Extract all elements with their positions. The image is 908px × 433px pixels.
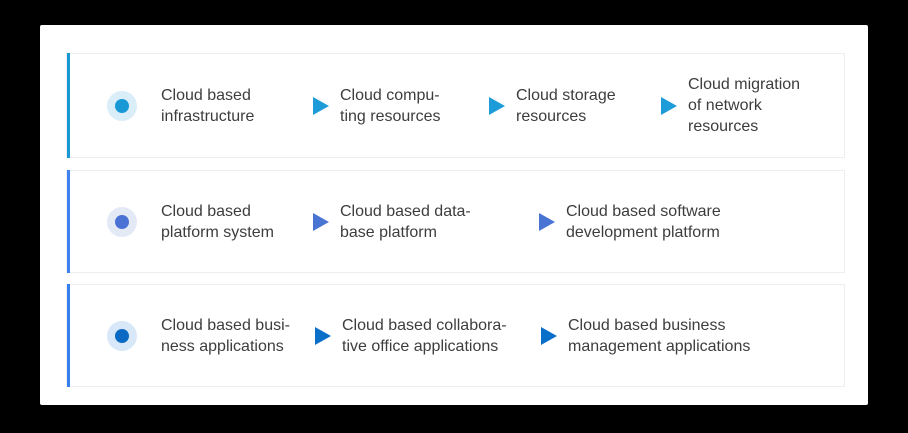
bullet-inner-dot <box>115 328 129 343</box>
row-card-platform: Cloud based platform system Cloud based … <box>66 170 845 273</box>
row-title: Cloud based busi- ness applications <box>161 316 290 355</box>
row-card-infrastructure: Cloud based infrastructure Cloud compu- … <box>66 53 845 158</box>
bullet-icon <box>107 206 137 237</box>
arrow-right-icon <box>541 326 557 345</box>
row-title: Cloud based platform system <box>161 202 274 241</box>
flow-item-label: Cloud based data- base platform <box>340 202 471 241</box>
bullet-icon <box>107 90 137 121</box>
row-header: Cloud based platform system <box>107 171 274 272</box>
flow-item: Cloud migration of network resources <box>661 54 800 157</box>
flow-item: Cloud storage resources <box>489 54 616 157</box>
flow-item: Cloud based software development platfor… <box>539 171 721 272</box>
bullet-inner-dot <box>115 98 129 113</box>
arrow-right-icon <box>313 96 329 115</box>
flow-item-label: Cloud based business management applicat… <box>568 316 751 355</box>
arrow-right-icon <box>315 326 331 345</box>
flow-item-label: Cloud storage resources <box>516 86 616 125</box>
flow-item: Cloud based business management applicat… <box>541 285 750 386</box>
arrow-right-icon <box>539 212 555 231</box>
row-header: Cloud based infrastructure <box>107 54 254 157</box>
flow-item-label: Cloud based software development platfor… <box>566 202 721 241</box>
arrow-right-icon <box>489 96 505 115</box>
flow-item: Cloud based collabora- tive office appli… <box>315 285 507 386</box>
flow-item-label: Cloud based collabora- tive office appli… <box>342 316 507 355</box>
row-header: Cloud based busi- ness applications <box>107 285 290 386</box>
row-card-business: Cloud based busi- ness applications Clou… <box>66 284 845 387</box>
diagram-panel: Cloud based infrastructure Cloud compu- … <box>40 25 868 405</box>
bullet-inner-dot <box>115 214 129 229</box>
flow-item: Cloud compu- ting resources <box>313 54 441 157</box>
flow-item: Cloud based data- base platform <box>313 171 471 272</box>
row-title: Cloud based infrastructure <box>161 86 255 125</box>
accent-line <box>67 284 70 387</box>
accent-line <box>67 53 70 158</box>
arrow-right-icon <box>313 212 329 231</box>
accent-line <box>67 170 70 273</box>
flow-item-label: Cloud compu- ting resources <box>340 86 441 125</box>
arrow-right-icon <box>661 96 677 115</box>
flow-item-label: Cloud migration of network resources <box>688 76 801 135</box>
bullet-icon <box>107 320 137 351</box>
